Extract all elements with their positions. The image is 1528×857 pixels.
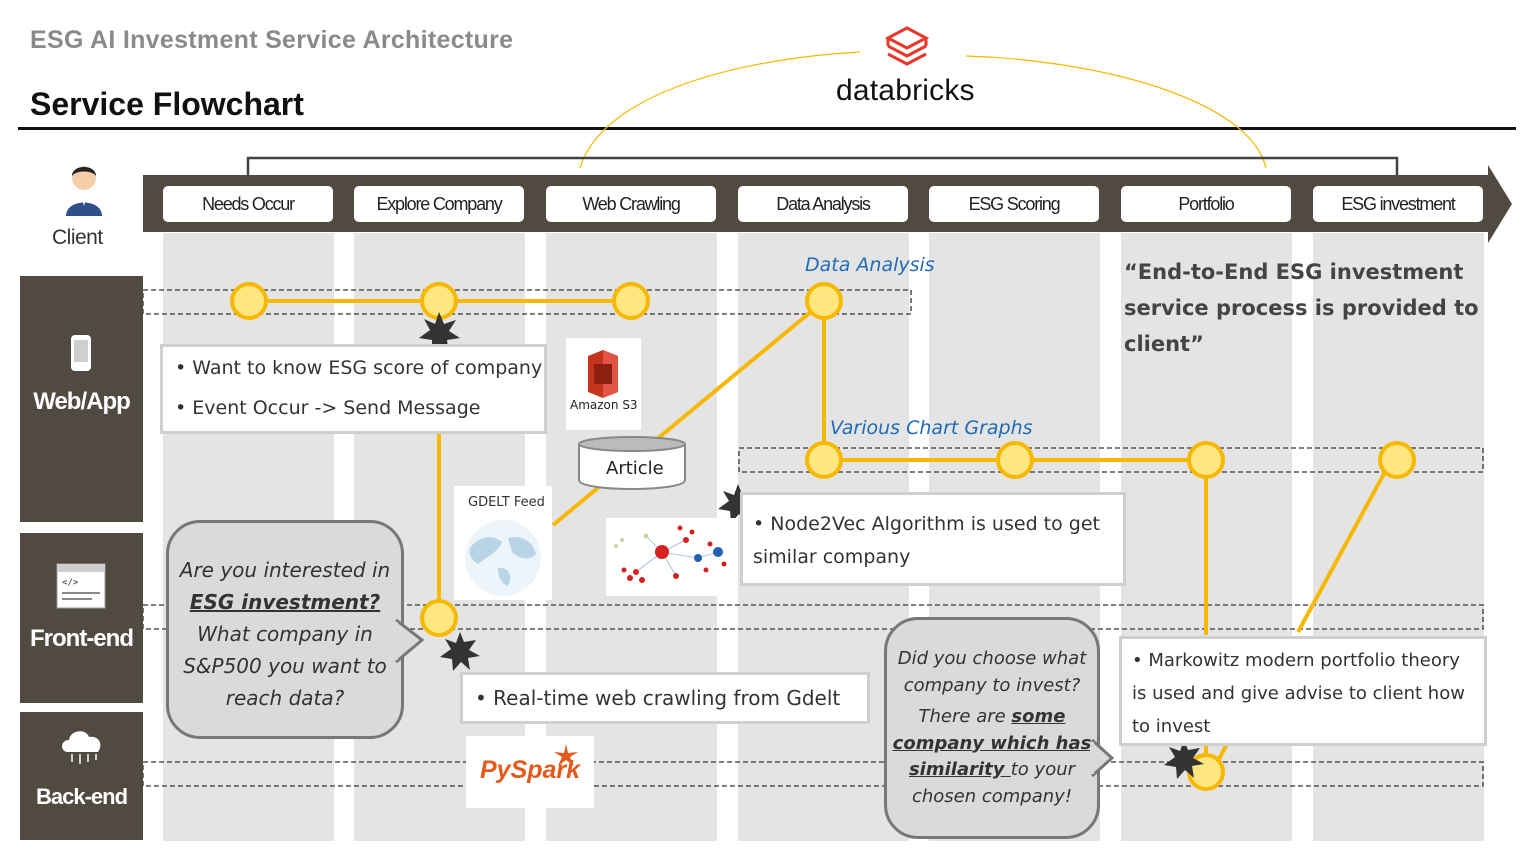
service-quote: “End-to-End ESG investment service proce…	[1124, 254, 1528, 362]
super-title: ESG AI Investment Service Architecture	[30, 26, 514, 54]
bubble-left-line-2: ESG investment?	[189, 590, 381, 614]
bubble-left-line-4: S&P500 you want to	[183, 654, 387, 678]
needs-note-line-1: • Want to know ESG score of company	[175, 357, 543, 379]
mobile-phone-icon	[71, 335, 91, 371]
crawl-note-box: • Real-time web crawling from Gdelt	[460, 672, 870, 724]
world-map-icon	[465, 520, 541, 596]
node-network-icon	[614, 525, 727, 583]
lane-web-app-label: Web/App	[33, 388, 131, 415]
lane-front-end-label: Front-end	[30, 625, 134, 652]
amazon-s3-label: Amazon S3	[570, 398, 638, 412]
amazon-s3-icon	[588, 350, 618, 398]
spark-star-icon	[554, 744, 578, 766]
node2vec-note: • Node2Vec Algorithm is used to get simi…	[753, 513, 1100, 568]
stage-esg-scoring: ESG Scoring	[929, 186, 1099, 222]
client-label: Client	[52, 226, 103, 249]
bubble-right-line-5: similarity to your	[908, 759, 1076, 780]
markowitz-note-box: • Markowitz modern portfolio theory is u…	[1119, 636, 1487, 746]
client-person-icon	[66, 166, 102, 216]
article-database-icon	[578, 436, 686, 490]
bubble-right-tail	[1090, 738, 1114, 778]
bubble-right-line-3: There are some	[918, 706, 1066, 727]
bubble-left-line-3: What company in	[197, 622, 373, 646]
bubble-right-line-4: company which has	[892, 732, 1092, 754]
network-graph-card	[606, 518, 736, 596]
databricks-arc-right	[965, 55, 1267, 169]
gdelt-feed-label: GDELT Feed	[468, 495, 545, 510]
amazon-s3-card: Amazon S3	[566, 338, 641, 430]
databricks-wordmark: databricks	[836, 74, 975, 107]
bubble-left-line-1: Are you interested in	[179, 558, 391, 582]
interest-speech-bubble: Are you interested in ESG investment? Wh…	[166, 520, 404, 739]
databricks-bracket	[246, 156, 1399, 182]
lane-front-end: </> Front-end	[20, 533, 143, 703]
gdelt-feed-card: GDELT Feed	[454, 486, 552, 600]
stage-portfolio: Portfolio	[1121, 186, 1291, 222]
bubble-right-line-6: chosen company!	[911, 785, 1073, 807]
node2vec-note-box: • Node2Vec Algorithm is used to get simi…	[740, 492, 1126, 586]
stage-esg-investment: ESG investment	[1313, 186, 1483, 222]
quote-line-1: “End-to-End ESG investment	[1124, 260, 1464, 284]
bubble-right-line-1: Did you choose what	[897, 648, 1087, 669]
data-analysis-caption: Data Analysis	[805, 254, 935, 276]
bubble-left-tail	[394, 618, 424, 664]
bubble-right-line-2: company to invest?	[903, 674, 1081, 696]
page-title: Service Flowchart	[30, 86, 304, 122]
title-divider	[18, 127, 1516, 130]
stage-explore-company: Explore Company	[354, 186, 524, 222]
stage-needs-occur: Needs Occur	[163, 186, 333, 222]
chart-graphs-caption: Various Chart Graphs	[830, 417, 1033, 439]
pyspark-card: PySpark	[466, 736, 594, 808]
markowitz-note: • Markowitz modern portfolio theory is u…	[1132, 650, 1465, 737]
svg-text:</>: </>	[62, 578, 79, 588]
crawl-note: • Real-time web crawling from Gdelt	[475, 686, 841, 710]
stage-data-analysis: Data Analysis	[738, 186, 908, 222]
cloud-server-icon	[62, 731, 101, 764]
lane-back-end-label: Back-end	[35, 784, 128, 809]
web-page-icon: </>	[56, 563, 106, 609]
lane-web-app: Web/App	[20, 276, 143, 522]
stage-web-crawling: Web Crawling	[546, 186, 716, 222]
databricks-logo-icon	[884, 26, 930, 66]
article-label: Article	[606, 458, 664, 479]
lane-back-end: Back-end	[20, 712, 143, 840]
needs-note-line-2: • Event Occur -> Send Message	[175, 397, 481, 419]
similar-company-speech-bubble: Did you choose what company to invest? T…	[884, 617, 1100, 839]
quote-line-2: service process is provided to client”	[1124, 296, 1479, 356]
bubble-left-line-5: reach data?	[225, 686, 345, 710]
databricks-arc-left	[579, 51, 861, 169]
needs-note-box: • Want to know ESG score of company • Ev…	[160, 344, 547, 434]
